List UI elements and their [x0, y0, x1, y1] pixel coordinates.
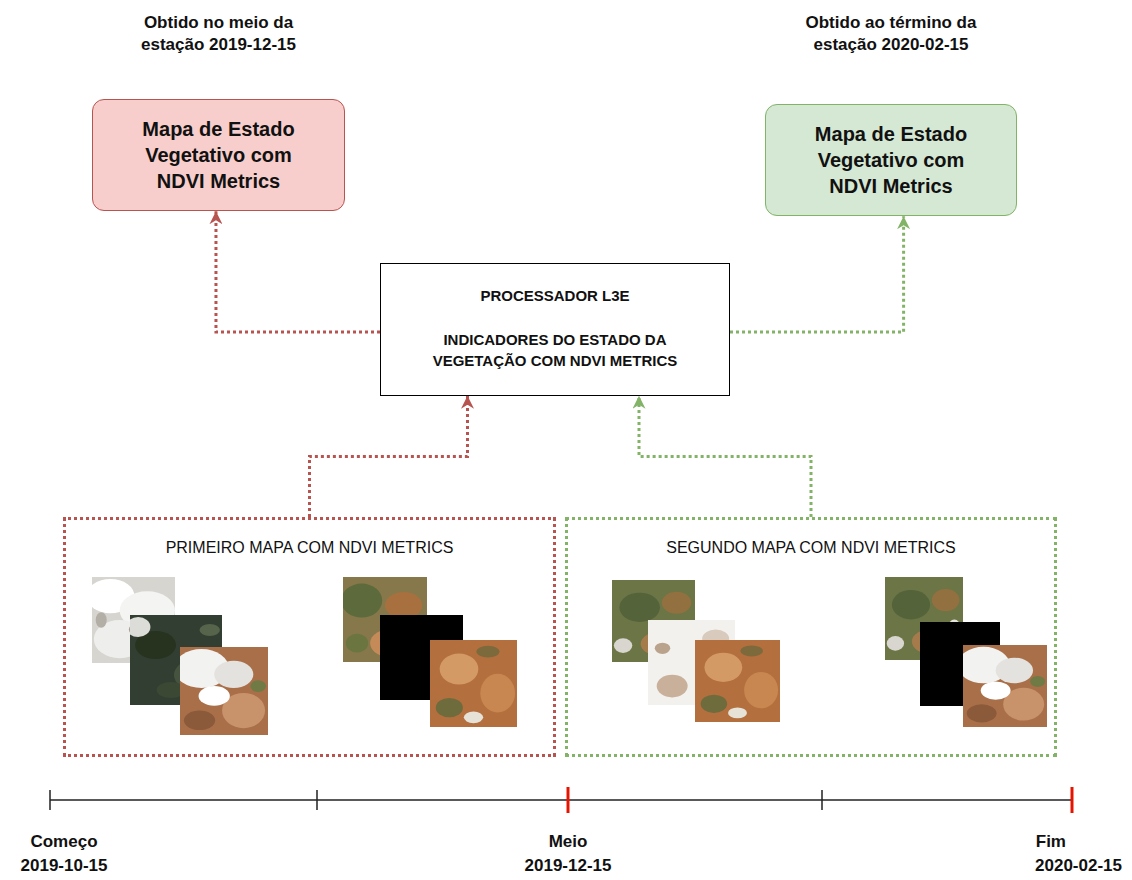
vegetation-map-box: Obtido ao término da estação 2020-02-15M… [765, 12, 1017, 216]
dotted-arrow [310, 396, 468, 517]
timeline-mark [1071, 787, 1074, 813]
timeline-label: Fim [1036, 832, 1066, 852]
dotted-arrow [730, 216, 904, 332]
satellite-thumbnail [430, 640, 517, 727]
box-title: SEGUNDO MAPA COM NDVI METRICS [568, 538, 1054, 559]
timeline-label: Começo [30, 832, 97, 852]
input-maps-group: PRIMEIRO MAPA COM NDVI METRICS [63, 517, 556, 757]
timeline-tick [49, 790, 51, 810]
date-heading: Obtido ao término da estação 2020-02-15 [791, 12, 991, 56]
timeline-tick [316, 790, 318, 810]
timeline-label: 2019-12-15 [525, 856, 612, 876]
timeline-tick [821, 790, 823, 810]
timeline-mark [567, 787, 570, 813]
box-title: Mapa de Estado Vegetativo com NDVI Metri… [123, 116, 314, 194]
dotted-arrow [216, 211, 380, 332]
timeline-label: 2019-10-15 [21, 856, 108, 876]
map-box-outline: Mapa de Estado Vegetativo com NDVI Metri… [92, 99, 345, 211]
timeline-label: 2020-02-15 [1035, 856, 1122, 876]
box-body: INDICADORES DO ESTADO DA VEGETAÇÃO COM N… [428, 330, 683, 371]
box-title: Mapa de Estado Vegetativo com NDVI Metri… [796, 121, 986, 199]
box-title: PRIMEIRO MAPA COM NDVI METRICS [66, 538, 553, 559]
dotted-arrow [639, 396, 811, 517]
map-box-outline: Mapa de Estado Vegetativo com NDVI Metri… [765, 104, 1017, 216]
satellite-thumbnail [695, 640, 780, 722]
satellite-thumbnail [957, 645, 1047, 727]
input-maps-group: SEGUNDO MAPA COM NDVI METRICS [565, 517, 1057, 757]
satellite-thumbnail [174, 647, 268, 735]
box-title: PROCESSADOR L3E [401, 286, 709, 306]
processor-box: PROCESSADOR L3E INDICADORES DO ESTADO DA … [380, 263, 730, 396]
timeline-label: Meio [549, 832, 588, 852]
vegetation-map-box: Obtido no meio da estação 2019-12-15Mapa… [92, 12, 345, 211]
timeline-axis [50, 799, 1072, 800]
date-heading: Obtido no meio da estação 2019-12-15 [119, 12, 319, 56]
